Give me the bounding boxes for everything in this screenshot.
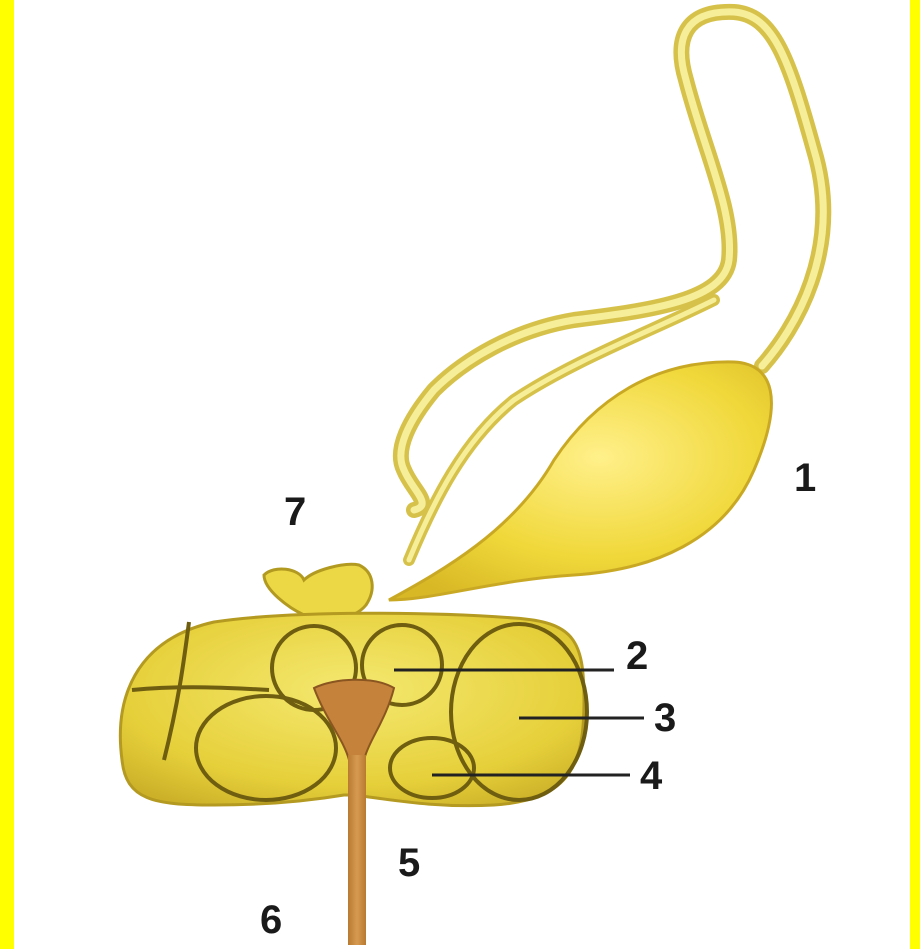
label-4: 4 xyxy=(640,756,662,796)
label-7: 7 xyxy=(284,492,306,532)
label-5: 5 xyxy=(398,843,420,883)
diagram-panel: 1 2 3 4 5 6 7 xyxy=(14,0,910,949)
label-3: 3 xyxy=(654,698,676,738)
label-1: 1 xyxy=(794,458,816,498)
label-2: 2 xyxy=(626,636,648,676)
anatomical-illustration xyxy=(14,0,910,949)
stalk xyxy=(348,755,366,945)
label-6: 6 xyxy=(260,900,282,940)
